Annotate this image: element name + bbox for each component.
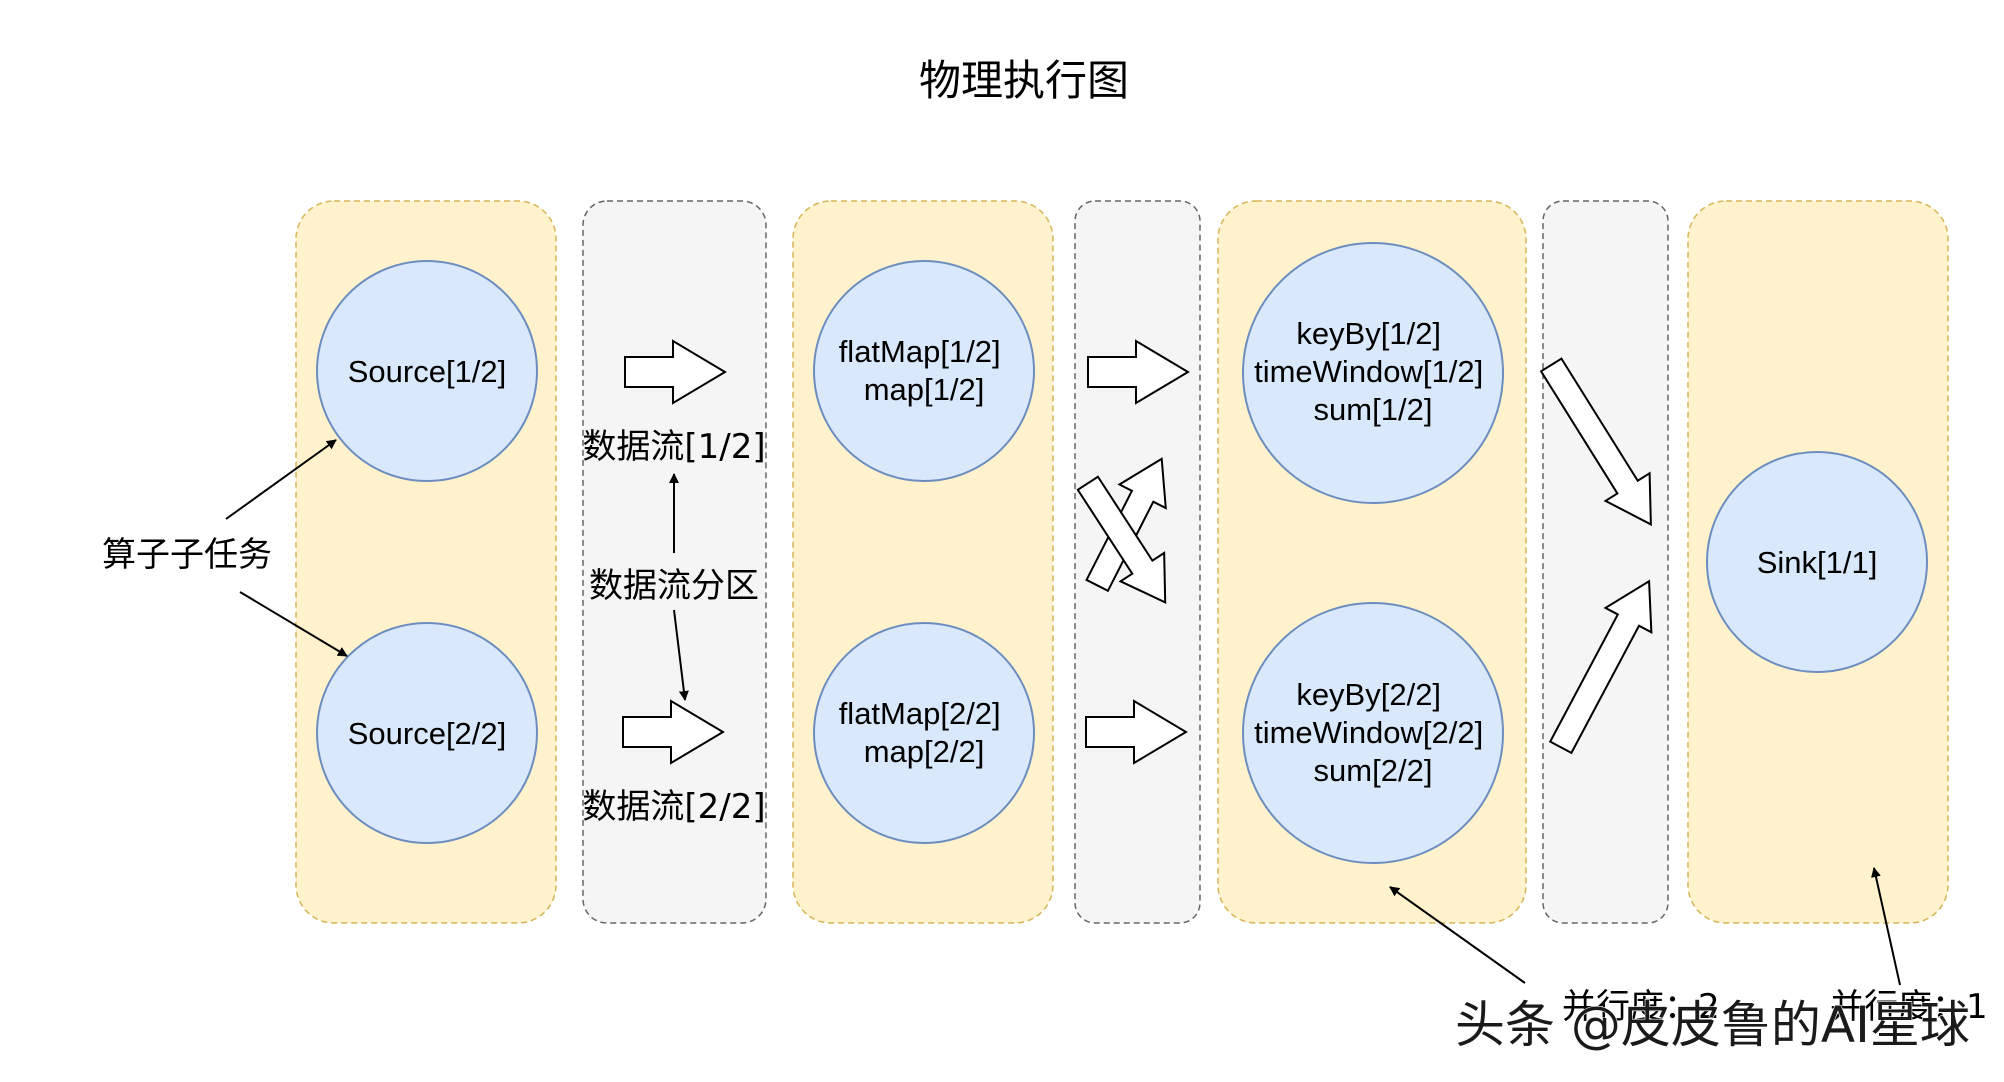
label-parallelism-1: 并行度：1 <box>1830 987 1988 1027</box>
node-line: sum[2/2] <box>1314 753 1433 788</box>
diagram-title: 物理执行图 <box>919 56 1129 105</box>
node-line: timeWindow[2/2] <box>1254 715 1483 750</box>
node-line: flatMap[2/2] <box>839 696 1001 731</box>
svg-text:keyBy[1/2] timeWindow[1/: keyBy[1/2] timeWindow[1/2] sum[1/2] <box>1254 316 1492 427</box>
node-flatmap-1: flatMap[1/2] map[1/2] <box>813 260 1035 482</box>
pointer-subtask-to-source-2 <box>239 591 348 657</box>
label-stream-1: 数据流[1/2] <box>582 427 765 467</box>
node-flatmap-2: flatMap[2/2] map[2/2] <box>813 622 1035 844</box>
node-sink: Sink[1/1] <box>1706 451 1928 673</box>
svg-text:flatMap[1/2] map[1/2]: flatMap[1/2] map[1/2] <box>839 334 1010 407</box>
pointer-parallelism-2-to-keyby <box>1389 886 1526 984</box>
pointer-parallelism-1-to-sink <box>1871 867 1901 986</box>
node-line: keyBy[1/2] <box>1296 316 1441 351</box>
block-arrow-flatmap1-to-keyby2-cross <box>1076 475 1167 604</box>
pointer-partition-to-stream-2 <box>673 609 689 701</box>
node-line: Source[2/2] <box>348 716 507 751</box>
block-arrow-source2-to-flatmap2 <box>622 699 725 765</box>
node-line: timeWindow[1/2] <box>1254 354 1483 389</box>
node-keyby-1: keyBy[1/2] timeWindow[1/2] sum[1/2] <box>1242 242 1504 504</box>
svg-text:Source[2/2]: Source[2/2] <box>348 716 507 751</box>
node-source-1: Source[1/2] <box>316 260 538 482</box>
block-arrow-keyby1-to-sink <box>1539 357 1652 527</box>
svg-text:Source[1/2]: Source[1/2] <box>348 354 507 389</box>
node-line: keyBy[2/2] <box>1296 677 1441 712</box>
lane-stream-3 <box>1542 200 1669 924</box>
svg-text:flatMap[2/2] map[2/2]: flatMap[2/2] map[2/2] <box>839 696 1010 769</box>
block-arrow-source1-to-flatmap1 <box>624 339 727 405</box>
pointer-subtask-to-source-1 <box>225 439 337 520</box>
label-parallelism-2: 并行度：2 <box>1562 987 1720 1027</box>
node-line: sum[1/2] <box>1314 392 1433 427</box>
watermark-text: 头条 @皮皮鲁的AI星球 <box>1455 996 1970 1054</box>
label-operator-subtask: 算子子任务 <box>102 535 272 575</box>
node-line: map[1/2] <box>864 372 985 407</box>
block-arrow-keyby2-to-sink <box>1548 579 1653 755</box>
svg-text:keyBy[2/2] timeWindow[2/: keyBy[2/2] timeWindow[2/2] sum[2/2] <box>1254 677 1492 788</box>
block-arrow-flatmap1-to-keyby1 <box>1087 339 1190 405</box>
label-stream-2: 数据流[2/2] <box>582 787 765 827</box>
node-line: Source[1/2] <box>348 354 507 389</box>
node-source-2: Source[2/2] <box>316 622 538 844</box>
block-arrow-flatmap2-to-keyby2 <box>1085 699 1188 765</box>
label-stream-partition: 数据流分区 <box>589 566 759 606</box>
svg-text:Sink[1/1]: Sink[1/1] <box>1757 545 1878 580</box>
node-line: flatMap[1/2] <box>839 334 1001 369</box>
node-line: map[2/2] <box>864 734 985 769</box>
node-keyby-2: keyBy[2/2] timeWindow[2/2] sum[2/2] <box>1242 602 1504 864</box>
node-line: Sink[1/1] <box>1757 545 1878 580</box>
